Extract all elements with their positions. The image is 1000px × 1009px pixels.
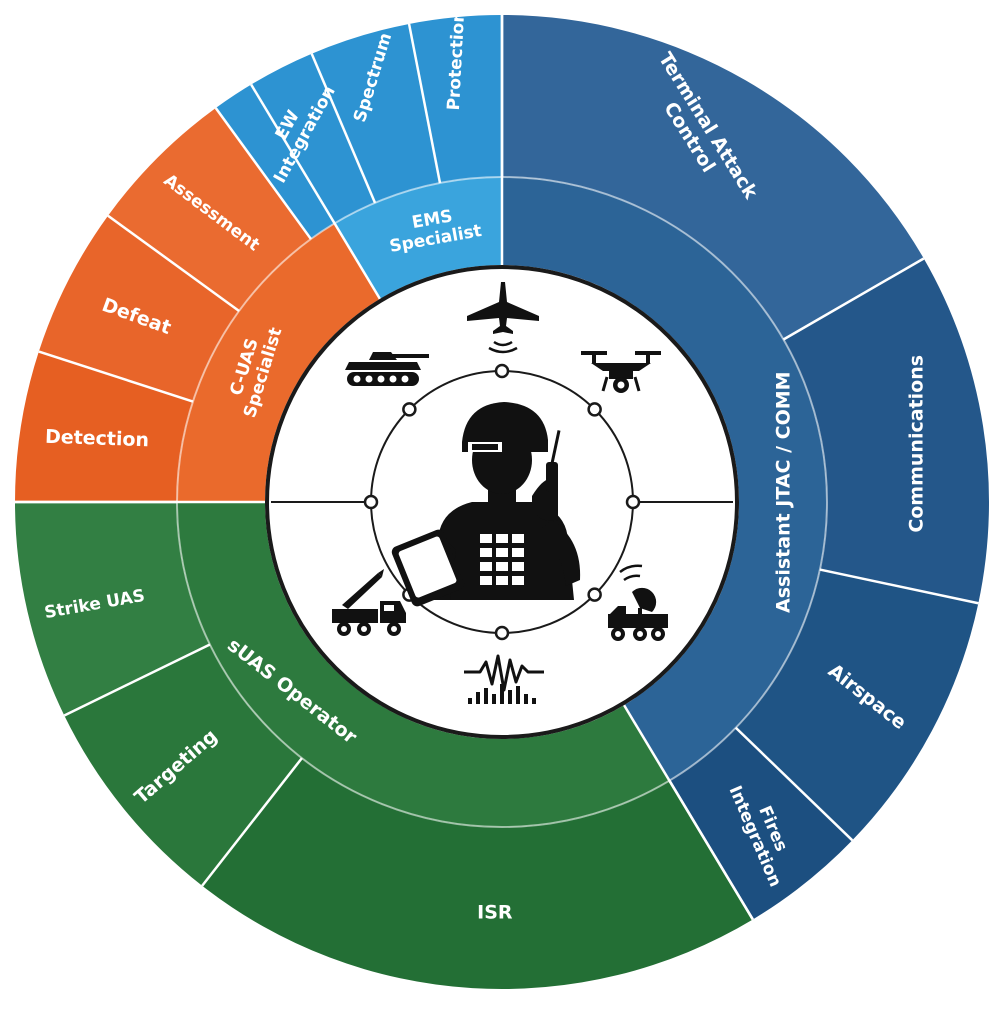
task-divider [107,214,240,312]
task-divider [782,257,925,341]
task-segment-ew [215,53,376,240]
orbit-node [402,402,417,417]
task-segment-detection [15,351,193,502]
signal-waveform-icon [464,654,544,704]
radar-truck-icon [608,564,668,641]
tank-icon [345,352,429,386]
task-label-detection: Detection [45,426,150,452]
role-segment-ems [334,177,502,299]
jet-icon [467,282,539,354]
orbit-node [587,587,602,602]
role-divider [250,83,382,300]
role-label-line: Assistant JTAC / COMM [772,371,794,613]
task-segment-defeat [38,215,240,402]
task-segment-fires [669,727,853,920]
task-label-isr: ISR [477,902,513,924]
task-divider [819,568,979,605]
role-segment-jtac [502,177,827,781]
task-segment-communications [783,258,990,604]
ring-dividers [15,15,979,921]
task-label-communications: Communications [906,355,928,533]
task-label-line: ISR [477,902,513,924]
task-segment-targeting [64,644,302,886]
task-divider [734,726,854,842]
task-divider [38,350,194,403]
orbit-node [587,402,602,417]
orbit-node [494,625,510,641]
inner-ring [177,177,827,827]
task-divider [63,643,211,717]
task-segment-isr [202,758,753,990]
task-divider [407,23,442,184]
task-divider [201,757,303,887]
task-label-line: Detection [45,426,150,452]
task-divider [214,107,312,240]
task-segment-airspace [735,569,979,841]
missile-launcher-icon [332,569,406,636]
drone-icon [581,351,661,393]
role-divider [622,704,754,921]
task-segment-assessment [108,108,311,311]
role-segment-suas [177,502,670,827]
role-segment-cuas [177,223,380,502]
soldier-icon [391,402,581,607]
outer-ring [15,15,990,990]
task-segment-spectrum [311,23,440,203]
orbit-node [625,494,641,510]
task-divider [310,53,377,204]
orbit-node [494,363,510,379]
orbit-node [363,494,379,510]
task-label-line: Communications [906,355,928,533]
task-segment-strike [15,502,210,716]
task-segment-terminal [502,15,924,340]
role-label-jtac: Assistant JTAC / COMM [772,371,794,613]
